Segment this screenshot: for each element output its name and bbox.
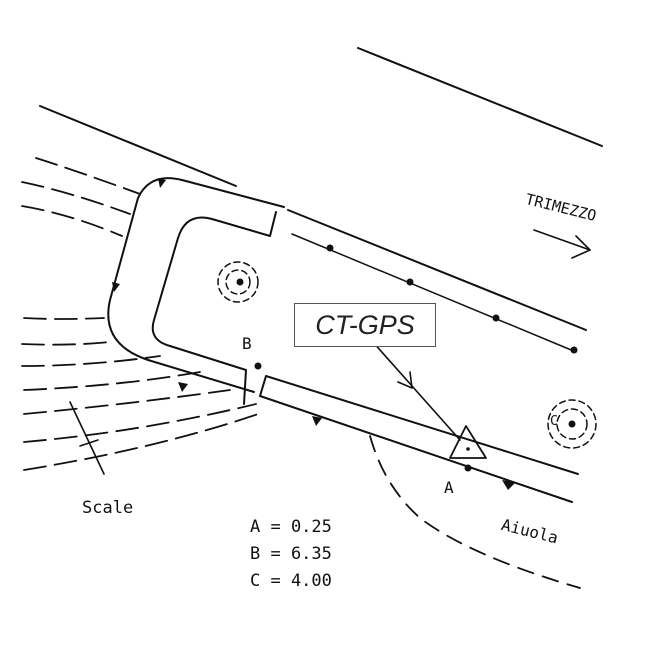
point-a-label: A xyxy=(444,478,454,497)
measurement-legend: A = 0.25 B = 6.35 C = 4.00 xyxy=(250,514,332,595)
centre-point xyxy=(570,346,578,354)
dashed-lines-left xyxy=(21,157,265,471)
point-c-marker xyxy=(568,420,576,428)
kerb-tick xyxy=(158,178,166,188)
scale-marker-line xyxy=(69,401,105,475)
road-edge-middle xyxy=(287,209,587,331)
kerb-tick xyxy=(112,282,120,292)
kerb-tick xyxy=(178,382,188,392)
legend-row-b: B = 6.35 xyxy=(250,544,332,564)
gps-triangle-centre xyxy=(466,447,470,451)
kerb-tick xyxy=(312,416,322,426)
point-a-marker xyxy=(464,464,472,472)
centre-point xyxy=(492,314,500,322)
point-c-label: C xyxy=(550,414,558,429)
leader-arrowhead xyxy=(397,371,413,389)
tree-icon xyxy=(547,399,597,449)
legend-row-a: A = 0.25 xyxy=(250,517,332,537)
centre-point xyxy=(326,244,334,252)
tree-icon xyxy=(217,261,259,303)
scale-tick xyxy=(79,439,99,447)
direction-arrow-shaft xyxy=(533,229,591,251)
direction-arrow-head xyxy=(571,235,591,259)
kerb-tick xyxy=(502,480,516,490)
scale-label: Scale xyxy=(82,498,134,518)
point-b-marker xyxy=(254,362,262,370)
ct-gps-label: CT-GPS xyxy=(294,303,436,347)
gps-triangle-icon xyxy=(449,425,487,459)
road-edge-top-right xyxy=(357,47,603,147)
tree-centre xyxy=(236,278,244,286)
island-inner-edge xyxy=(151,211,277,405)
point-b-label: B xyxy=(242,334,252,353)
dashed-curve-aiuola xyxy=(369,435,581,589)
road-edge-top-left xyxy=(39,105,237,187)
island-outer-edge xyxy=(107,177,285,393)
centre-line xyxy=(291,233,577,353)
centre-point xyxy=(406,278,414,286)
legend-row-c: C = 4.00 xyxy=(250,571,332,591)
